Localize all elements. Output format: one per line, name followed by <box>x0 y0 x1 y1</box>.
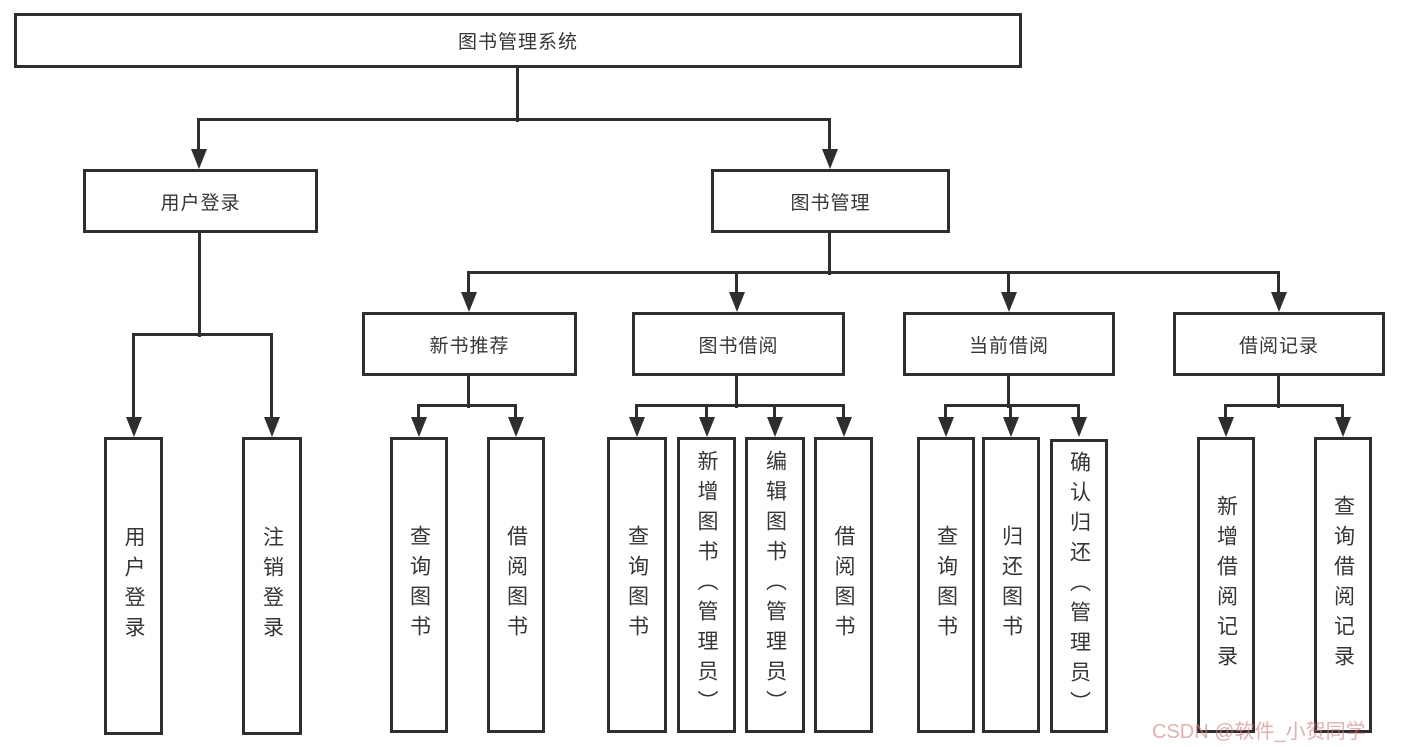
node-confirm-return-admin: 确认归还（管理员） <box>1050 439 1108 733</box>
node-label: 当前借阅 <box>968 335 1049 357</box>
arrow-down-icon <box>822 149 838 169</box>
connector-line <box>842 404 845 418</box>
arrow-down-icon <box>729 292 745 312</box>
connector-line <box>467 271 470 293</box>
connector-line <box>198 233 201 337</box>
node-label: 用户登录 <box>122 526 145 646</box>
connector-line <box>705 404 708 418</box>
arrow-down-icon <box>1271 292 1287 312</box>
node-label: 查询图书 <box>934 525 958 645</box>
node-label: 图书管理系统 <box>457 32 578 53</box>
node-label: 查询借阅记录 <box>1331 495 1355 675</box>
csdn-watermark: CSDN @软件_小贺同学 <box>1152 721 1366 743</box>
connector-line <box>1007 376 1010 408</box>
arrow-down-icon <box>938 417 954 437</box>
connector-line <box>467 271 1280 274</box>
arrow-down-icon <box>126 417 142 437</box>
connector-line <box>735 376 738 408</box>
connector-line <box>417 404 517 407</box>
connector-line <box>773 404 776 418</box>
node-add-borrow-record: 新增借阅记录 <box>1197 437 1255 733</box>
connector-line <box>1277 376 1280 408</box>
connector-line <box>514 404 517 418</box>
node-user-login-action: 用户登录 <box>104 437 163 735</box>
connector-line <box>944 404 947 418</box>
arrow-down-icon <box>836 417 852 437</box>
connector-line <box>1009 404 1012 418</box>
node-label: 新增借阅记录 <box>1214 495 1238 675</box>
connector-line <box>197 118 200 150</box>
connector-line <box>1007 271 1010 293</box>
node-query-books-current: 查询图书 <box>917 437 975 733</box>
connector-line <box>132 333 273 336</box>
connector-line <box>467 376 470 408</box>
arrow-down-icon <box>767 417 783 437</box>
connector-line <box>1341 404 1344 418</box>
connector-line <box>1277 271 1280 293</box>
connector-line <box>270 333 273 418</box>
node-label: 编辑图书（管理员） <box>763 450 787 720</box>
connector-line <box>1077 404 1080 418</box>
node-library-system: 图书管理系统 <box>14 13 1022 68</box>
node-label: 用户登录 <box>160 192 241 214</box>
node-label: 确认归还（管理员） <box>1067 451 1091 721</box>
node-label: 查询图书 <box>625 525 649 645</box>
connector-line <box>132 333 135 418</box>
arrow-down-icon <box>1335 417 1351 437</box>
arrow-down-icon <box>508 417 524 437</box>
connector-line <box>735 271 738 293</box>
node-label: 借阅记录 <box>1238 335 1319 357</box>
connector-line <box>516 68 519 122</box>
node-label: 查询图书 <box>407 525 431 645</box>
connector-line <box>944 404 1080 407</box>
arrow-down-icon <box>629 417 645 437</box>
arrow-down-icon <box>1003 417 1019 437</box>
node-book-borrow: 图书借阅 <box>632 312 845 376</box>
node-borrow-books-recommend: 借阅图书 <box>487 437 545 733</box>
connector-line <box>635 404 638 418</box>
arrow-down-icon <box>1001 292 1017 312</box>
node-add-books-admin: 新增图书（管理员） <box>677 437 736 733</box>
arrow-down-icon <box>1071 417 1087 437</box>
node-query-books-recommend: 查询图书 <box>390 437 448 733</box>
node-label: 借阅图书 <box>832 525 855 645</box>
arrow-down-icon <box>264 417 280 437</box>
node-label: 归还图书 <box>999 525 1023 645</box>
node-new-book-recommend: 新书推荐 <box>362 312 577 376</box>
node-label: 图书管理 <box>790 192 871 214</box>
node-return-books: 归还图书 <box>982 437 1040 733</box>
node-label: 新增图书（管理员） <box>695 450 718 720</box>
node-logout: 注销登录 <box>242 437 302 735</box>
connector-line <box>1224 404 1227 418</box>
connector-line <box>417 404 420 418</box>
arrow-down-icon <box>191 149 207 169</box>
connector-line <box>635 404 845 407</box>
node-user-login: 用户登录 <box>83 169 318 233</box>
arrow-down-icon <box>699 417 715 437</box>
node-label: 图书借阅 <box>698 335 779 357</box>
arrow-down-icon <box>1218 417 1234 437</box>
node-borrow-records: 借阅记录 <box>1173 312 1385 376</box>
node-label: 注销登录 <box>260 526 284 646</box>
node-label: 借阅图书 <box>504 525 528 645</box>
node-edit-books-admin: 编辑图书（管理员） <box>745 437 805 733</box>
connector-line <box>828 118 831 150</box>
connector-line <box>1224 404 1344 407</box>
connector-line <box>828 233 831 275</box>
node-query-books-borrow: 查询图书 <box>607 437 667 733</box>
connector-line <box>197 118 831 121</box>
node-borrow-books: 借阅图书 <box>814 437 873 733</box>
node-book-management: 图书管理 <box>711 169 950 233</box>
node-query-borrow-record: 查询借阅记录 <box>1314 437 1372 733</box>
node-label: 新书推荐 <box>429 335 510 357</box>
arrow-down-icon <box>461 292 477 312</box>
arrow-down-icon <box>411 417 427 437</box>
node-current-borrow: 当前借阅 <box>903 312 1115 376</box>
